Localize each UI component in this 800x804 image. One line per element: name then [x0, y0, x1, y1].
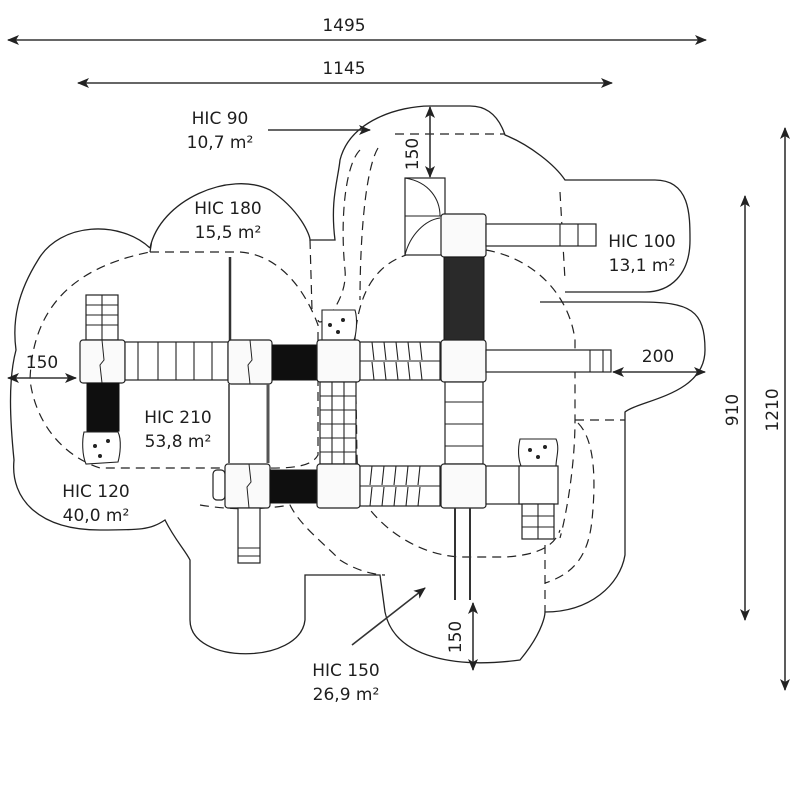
tower-3 [316, 339, 361, 383]
tower-top [440, 213, 487, 258]
climbing-net-vertical [443, 256, 485, 341]
tunnel-left [86, 382, 120, 432]
zone-hic210-boundary [29, 251, 319, 469]
leader-arrow-hic150 [351, 587, 426, 646]
deck-right [485, 465, 523, 505]
zone-hic120-area: 40,0 m² [63, 506, 130, 526]
net-center-left [319, 381, 357, 465]
zone-hic150-name: HIC 150 [312, 661, 380, 681]
zone-hic210-area: 53,8 m² [145, 432, 212, 452]
slide-top-right [485, 223, 597, 247]
dim-equipment-width: 1145 [322, 59, 365, 79]
zone-hic210-name: HIC 210 [144, 408, 212, 428]
zone-hic90-boundary [317, 133, 505, 323]
ladder-left-top [85, 294, 119, 341]
tunnel-top-middle [271, 344, 318, 381]
zone-hic180-area: 15,5 m² [195, 223, 262, 243]
zone-hic120-name: HIC 120 [62, 482, 130, 502]
bridge-bottom [359, 465, 441, 507]
zone-label-hic150: HIC 150 26,9 m² [312, 661, 380, 705]
bridge-top-left [124, 341, 229, 381]
zone-hic180-name: HIC 180 [194, 199, 262, 219]
zone-hic150-area: 26,9 m² [313, 685, 380, 705]
dim-equipment-depth: 910 [723, 394, 743, 426]
climbing-wall-left [82, 431, 121, 465]
dim-clearance-bottom: 150 [446, 621, 466, 653]
rope-climb [228, 384, 270, 463]
zone-hic100-boundary [485, 249, 576, 539]
zone-label-hic90: HIC 90 10,7 m² [187, 109, 254, 153]
dim-clearance-slide: 200 [642, 347, 674, 367]
zone-label-hic210: HIC 210 53,8 m² [144, 408, 212, 452]
zone-labels: HIC 90 10,7 m² HIC 180 15,5 m² HIC 100 1… [62, 109, 676, 705]
zone-hic180-boundary [149, 239, 313, 311]
ladder-bottom-left [237, 507, 261, 564]
zone-label-hic180: HIC 180 15,5 m² [194, 199, 262, 243]
zone-hic100-area: 13,1 m² [609, 256, 676, 276]
bridge-top-right [359, 341, 441, 381]
climbing-wall-right [518, 438, 559, 467]
slide-middle-right [485, 349, 612, 373]
dim-overall-depth: 1210 [763, 388, 783, 431]
zone-label-hic120: HIC 120 40,0 m² [62, 482, 130, 526]
tower-4 [440, 339, 487, 383]
outer-safety-zone [9, 105, 706, 664]
tunnel-bottom [269, 469, 318, 504]
dimension-labels: 1495 1145 150 200 150 150 910 1210 [26, 16, 783, 653]
roof-hatch-tower [404, 177, 446, 256]
zone-hic90-area: 10,7 m² [187, 133, 254, 153]
handle-bottom-left [212, 469, 226, 501]
ladder-bottom-right [521, 503, 555, 540]
dimension-lines [7, 35, 790, 691]
climbing-wall-center [321, 309, 358, 341]
zone-hic150-boundary [199, 504, 386, 576]
zone-outline-top [149, 105, 691, 293]
deck-right-2 [518, 465, 559, 505]
zone-hic90-name: HIC 90 [192, 109, 249, 129]
dim-clearance-top: 150 [403, 138, 423, 170]
tower-bottom-center [316, 463, 361, 509]
zone-right-inner [544, 419, 625, 612]
zone-hic100-name: HIC 100 [608, 232, 676, 252]
ladder-center-right [444, 381, 484, 465]
fireman-poles [454, 508, 471, 600]
zone-outline-left [9, 228, 706, 664]
tower-bottom-right [440, 463, 487, 509]
zone-label-hic100: HIC 100 13,1 m² [608, 232, 676, 276]
play-equipment [79, 177, 612, 600]
dim-overall-width: 1495 [322, 16, 365, 36]
dim-clearance-left: 150 [26, 353, 58, 373]
